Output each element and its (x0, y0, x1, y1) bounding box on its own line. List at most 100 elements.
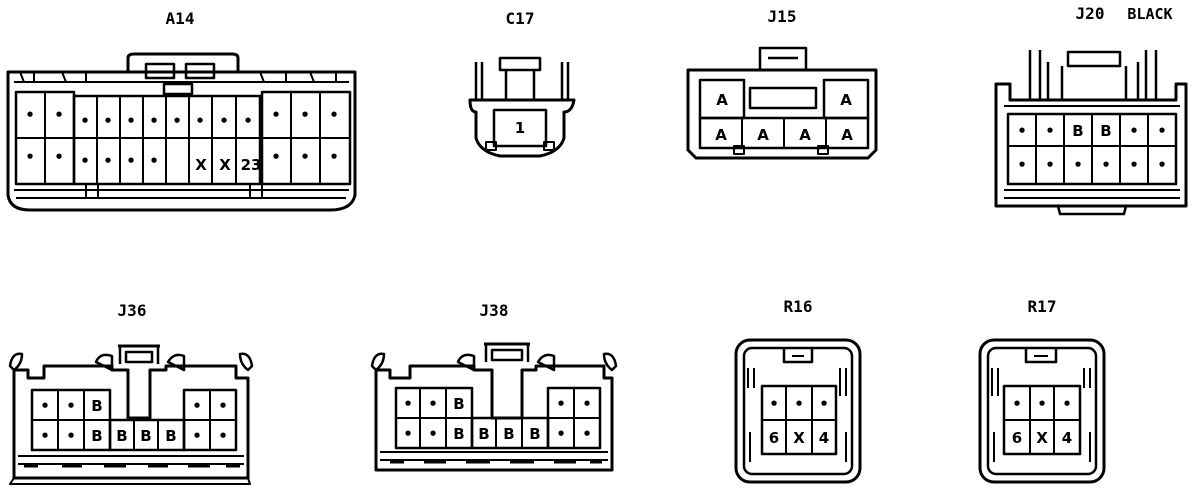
j36-pin: • (192, 397, 202, 415)
j36-pin: B (91, 427, 102, 445)
j20-pin: • (1101, 156, 1111, 174)
connector-r16: R16 • • • 6 X 4 (734, 297, 862, 484)
a14-pin: • (126, 152, 136, 170)
j38-pin: • (582, 425, 592, 443)
j36-pin: • (218, 427, 228, 445)
connector-j20: J20 BLACK • • B B • • • • • • • • (994, 4, 1188, 216)
j38-pin: • (556, 395, 566, 413)
connector-r17: R17 • • • 6 X 4 (978, 297, 1106, 484)
j20-pin: • (1045, 122, 1055, 140)
connector-j20-color: BLACK (1127, 5, 1172, 23)
j20-pin: • (1017, 122, 1027, 140)
r16-pin: • (769, 395, 779, 413)
r17-pin: X (1036, 429, 1048, 447)
j20-pin: • (1129, 156, 1139, 174)
j38-pin: B (453, 425, 464, 443)
j36-pin: • (40, 397, 50, 415)
j15-pin: A (715, 126, 727, 144)
j38-pin: • (403, 395, 413, 413)
a14-pin: • (300, 106, 310, 124)
j15-pin: A (757, 126, 769, 144)
connector-j15-label: J15 (768, 7, 797, 26)
a14-pin: • (126, 112, 136, 130)
a14-pin: • (25, 148, 35, 166)
j36-pin: • (192, 427, 202, 445)
j20-pin: B (1100, 122, 1111, 140)
j20-pin: • (1073, 156, 1083, 174)
a14-pin: • (219, 112, 229, 130)
j20-pin: B (1072, 122, 1083, 140)
a14-pin: X (195, 156, 207, 174)
j36-pin: B (140, 427, 151, 445)
connector-j20-label: J20 (1076, 4, 1105, 23)
a14-pin: • (149, 112, 159, 130)
j20-pin: • (1045, 156, 1055, 174)
a14-pin: • (80, 112, 90, 130)
connector-r17-label: R17 (1028, 297, 1057, 316)
j20-pin: • (1129, 122, 1139, 140)
j15-pin: A (840, 91, 852, 109)
a14-pin: • (271, 106, 281, 124)
j36-pin: • (218, 397, 228, 415)
a14-pin: • (172, 112, 182, 130)
a14-pin: • (195, 112, 205, 130)
j38-pin: • (403, 425, 413, 443)
connector-j36-label: J36 (118, 301, 147, 320)
connector-j15: J15 A A A A A A (686, 7, 878, 160)
j15-pin: A (716, 91, 728, 109)
connector-a14: A14 • • • • • • • • • (6, 9, 357, 212)
a14-pin: • (271, 148, 281, 166)
c17-pin: 1 (515, 119, 525, 137)
a14-pin: X (219, 156, 231, 174)
r16-pin: X (793, 429, 805, 447)
a14-pin: • (54, 106, 64, 124)
r17-pin: 4 (1062, 429, 1072, 447)
r17-pin: • (1062, 395, 1072, 413)
a14-pin: • (243, 112, 253, 130)
r16-pin: • (819, 395, 829, 413)
a14-pin: • (300, 148, 310, 166)
j20-pin: • (1017, 156, 1027, 174)
a14-pin: • (80, 152, 90, 170)
a14-pin: • (54, 148, 64, 166)
j36-pin: • (66, 427, 76, 445)
j20-pin: • (1157, 122, 1167, 140)
a14-pin: • (329, 148, 339, 166)
j38-pin: • (428, 395, 438, 413)
a14-pin: • (103, 112, 113, 130)
j20-pin: • (1157, 156, 1167, 174)
a14-pin: 23 (241, 156, 262, 174)
a14-pin: • (103, 152, 113, 170)
connector-c17-label: C17 (506, 9, 535, 28)
connector-r16-label: R16 (784, 297, 813, 316)
j36-pin: • (40, 427, 50, 445)
j38-pin: B (453, 395, 464, 413)
j38-pin: • (428, 425, 438, 443)
connector-j38: J38 • • B • • • • B B B B • • (370, 301, 618, 472)
r16-pin: • (794, 395, 804, 413)
r17-pin: • (1037, 395, 1047, 413)
connector-a14-label: A14 (166, 9, 195, 28)
j36-pin: B (165, 427, 176, 445)
a14-pin: • (149, 152, 159, 170)
j38-pin: • (582, 395, 592, 413)
a14-pin: • (329, 106, 339, 124)
r16-pin: 4 (819, 429, 829, 447)
r17-pin: 6 (1012, 429, 1022, 447)
j38-pin: B (503, 425, 514, 443)
j15-pin: A (799, 126, 811, 144)
connector-j36: J36 • • B • • • • B B B B • • (8, 301, 254, 485)
j36-pin: B (116, 427, 127, 445)
j36-pin: • (66, 397, 76, 415)
r17-pin: • (1012, 395, 1022, 413)
a14-pin: • (25, 106, 35, 124)
j38-pin: B (478, 425, 489, 443)
j36-pin: B (91, 397, 102, 415)
j38-pin: B (529, 425, 540, 443)
j38-pin: • (556, 425, 566, 443)
j15-pin: A (841, 126, 853, 144)
connector-j38-label: J38 (480, 301, 509, 320)
r16-pin: 6 (769, 429, 779, 447)
connector-c17: C17 1 (468, 9, 576, 158)
